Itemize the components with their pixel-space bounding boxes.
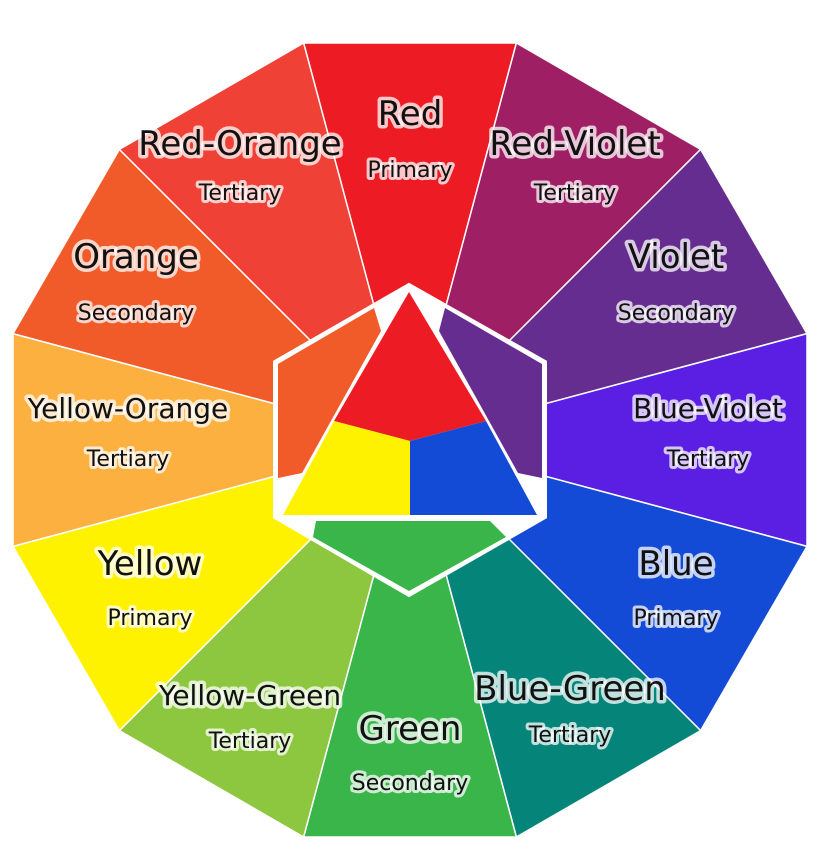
wedge-name-label: Red-Violet <box>489 124 660 164</box>
wedge-type-label: Tertiary <box>208 729 292 754</box>
wedge-type-label: Primary <box>367 158 452 183</box>
wedge-name-label: Red-Orange <box>138 124 341 164</box>
center-green-region <box>313 521 506 591</box>
wedge-type-label: Tertiary <box>533 181 617 206</box>
wedge-name-label: Blue-Green <box>474 669 666 709</box>
wedge-name-label: Blue-Violet <box>633 392 783 425</box>
center-hexagon <box>273 282 547 598</box>
triangle-blue-region <box>410 421 537 515</box>
triangle-yellow-region <box>283 421 410 515</box>
wedge-name-label: Yellow-Green <box>158 679 341 712</box>
wedge-name-label: Violet <box>628 237 724 277</box>
wheel-labels: RedPrimaryRed-VioletTertiaryVioletSecond… <box>23 91 786 800</box>
triangle-red-region <box>334 292 486 441</box>
wedge-name-label: Red <box>378 94 443 134</box>
wedge-type-label: Secondary <box>352 771 469 796</box>
wedge-type-label: Secondary <box>618 301 735 326</box>
wedge-name-label: Yellow <box>97 544 203 584</box>
wedge-type-label: Tertiary <box>198 181 282 206</box>
center-orange-region <box>278 308 381 478</box>
wedge-name-label: Green <box>359 709 462 749</box>
wedge-name-label: Yellow-Orange <box>27 392 229 425</box>
wedge-type-label: Tertiary <box>528 723 612 748</box>
center-violet-region <box>439 308 542 478</box>
wedge-type-label: Tertiary <box>666 447 750 472</box>
wedge-name-label: Orange <box>73 237 199 277</box>
wedge-type-label: Primary <box>107 606 192 631</box>
wedge-type-label: Secondary <box>78 301 195 326</box>
wedge-name-label: Blue <box>638 544 713 584</box>
wedge-type-label: Primary <box>633 606 718 631</box>
wedge-type-label: Tertiary <box>86 447 170 472</box>
